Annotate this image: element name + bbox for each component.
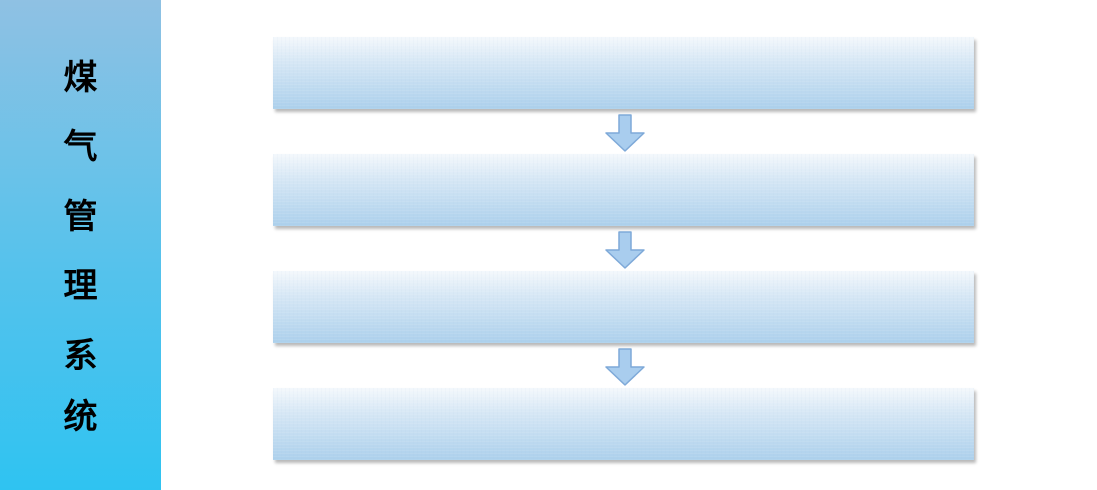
flow-step-box-2 [273,154,974,226]
side-title-char: 管 [63,197,98,237]
side-title-char: 煤 [63,58,98,98]
down-arrow-icon [605,114,645,152]
side-title-char: 气 [63,127,98,167]
down-arrow-icon [605,231,645,269]
flow-step-label [273,271,974,343]
flow-step-label [273,388,974,460]
side-title-panel: 煤 气 管 理 系 统 [0,0,161,490]
side-title-char: 统 [63,397,98,437]
side-title-char: 系 [63,336,98,376]
flow-step-box-1 [273,37,974,109]
flow-step-box-4 [273,388,974,460]
flow-step-label [273,37,974,109]
flow-step-box-3 [273,271,974,343]
flow-step-label [273,154,974,226]
side-title-char: 理 [63,266,98,306]
down-arrow-icon [605,348,645,386]
